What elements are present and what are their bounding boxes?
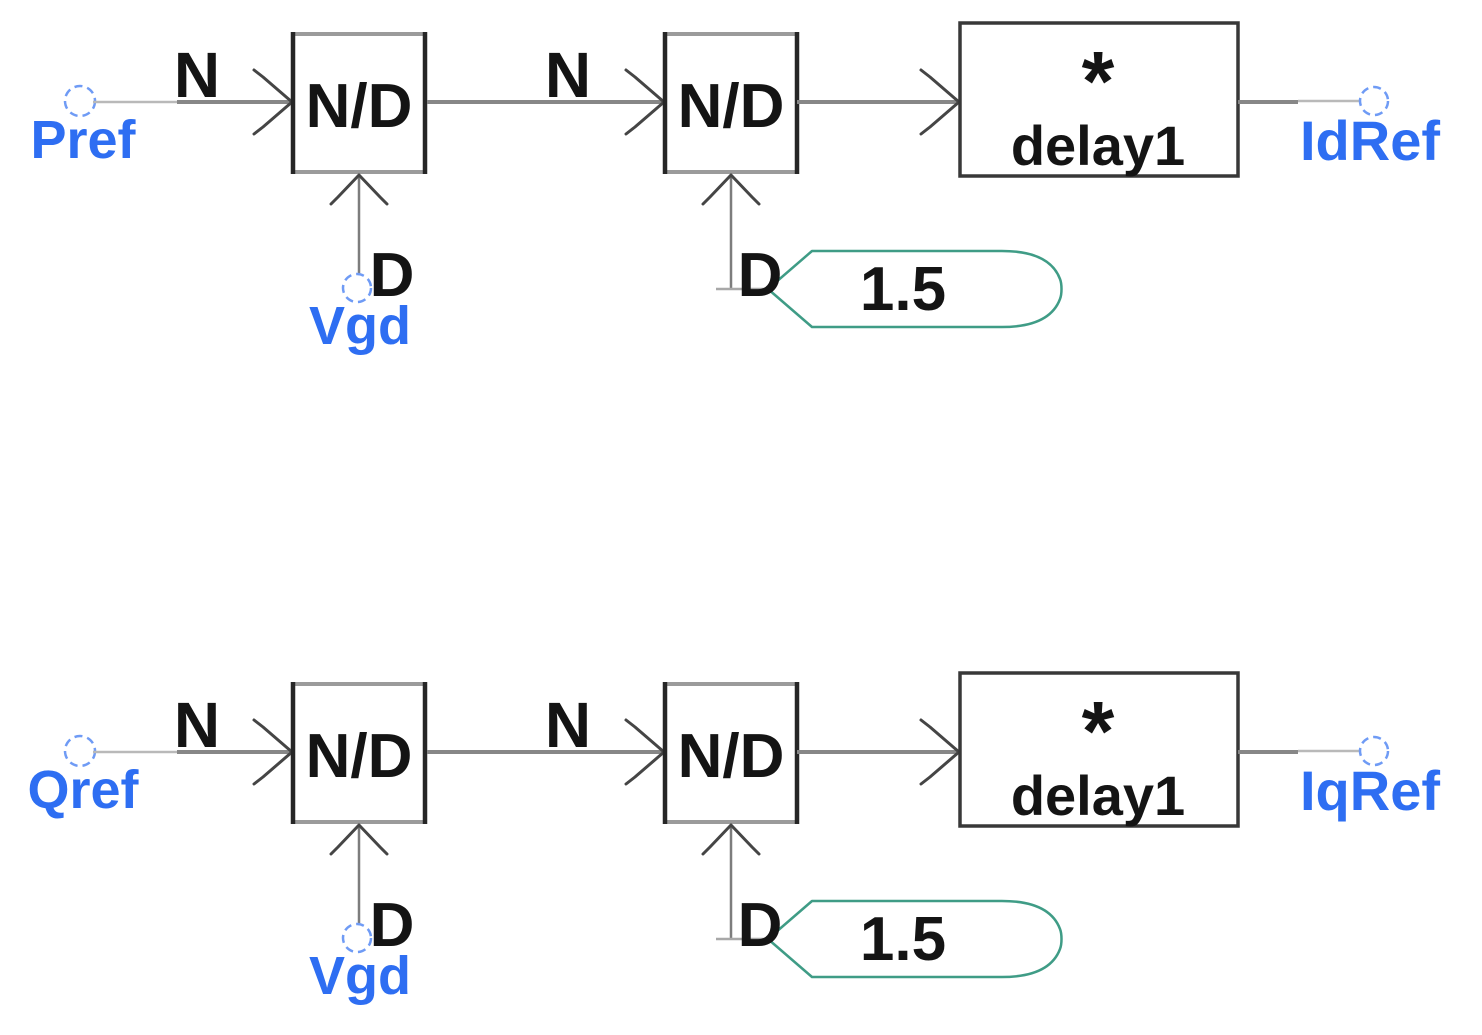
input-port[interactable]: Qref [27, 734, 140, 820]
vgd-port-label: Vgd [309, 296, 411, 356]
denominator-annotation-2: D [738, 891, 783, 960]
division-block-2[interactable]: N/D [662, 32, 800, 174]
numerator-annotation: N [174, 39, 220, 111]
multiplier-block[interactable]: * delay1 [958, 21, 1240, 178]
output-port-circle-icon [1358, 735, 1390, 767]
multiplier-block[interactable]: * delay1 [958, 671, 1240, 828]
division-block-label: N/D [306, 722, 413, 791]
input-port[interactable]: Pref [30, 84, 137, 170]
arrow-up-icon [329, 173, 389, 206]
division-block-body [663, 682, 799, 824]
multiplier-body [958, 21, 1240, 178]
division-block-label: N/D [306, 72, 413, 141]
constant-body [766, 249, 1063, 329]
output-port-label: IqRef [1300, 759, 1440, 822]
denominator-source-port[interactable]: Vgd [309, 922, 411, 1006]
multiplier-symbol: * [1082, 684, 1115, 778]
multiplier-name: delay1 [1011, 114, 1185, 177]
constant-block[interactable]: 1.5 [766, 249, 1063, 329]
denominator-annotation-2: D [738, 241, 783, 310]
numerator-annotation-2: N [545, 39, 591, 111]
division-block-2[interactable]: N/D [662, 682, 800, 824]
division-block-label: N/D [678, 722, 785, 791]
denominator-annotation-1: D [370, 241, 415, 310]
numerator-annotation: N [174, 689, 220, 761]
input-port-label: Qref [27, 760, 139, 820]
multiplier-name: delay1 [1011, 764, 1185, 827]
constant-value: 1.5 [860, 905, 946, 974]
division-block-1[interactable]: N/D [290, 32, 428, 174]
numerator-annotation-2: N [545, 689, 591, 761]
multiplier-symbol: * [1082, 34, 1115, 128]
vgd-port-circle-icon [341, 272, 373, 304]
constant-value: 1.5 [860, 255, 946, 324]
constant-block[interactable]: 1.5 [766, 899, 1063, 979]
constant-body [766, 899, 1063, 979]
signal-chain-row-1: Pref N N/D D Vgd N N/D [30, 21, 1440, 356]
output-port-circle-icon [1358, 85, 1390, 117]
arrow-up-icon [329, 823, 389, 856]
division-block-body [291, 32, 427, 174]
multiplier-body [958, 671, 1240, 828]
arrow-up-icon [701, 823, 761, 856]
signal-chain-row-2: Qref N N/D D Vgd N N/D [27, 671, 1440, 1006]
output-port-label: IdRef [1300, 109, 1440, 172]
denominator-annotation-1: D [370, 891, 415, 960]
vgd-port-circle-icon [341, 922, 373, 954]
vgd-port-label: Vgd [309, 946, 411, 1006]
output-port[interactable]: IqRef [1300, 735, 1440, 822]
division-block-label: N/D [678, 72, 785, 141]
output-port[interactable]: IdRef [1300, 85, 1440, 172]
division-block-1[interactable]: N/D [290, 682, 428, 824]
denominator-source-port[interactable]: Vgd [309, 272, 411, 356]
input-port-label: Pref [30, 110, 136, 170]
arrow-up-icon [701, 173, 761, 206]
